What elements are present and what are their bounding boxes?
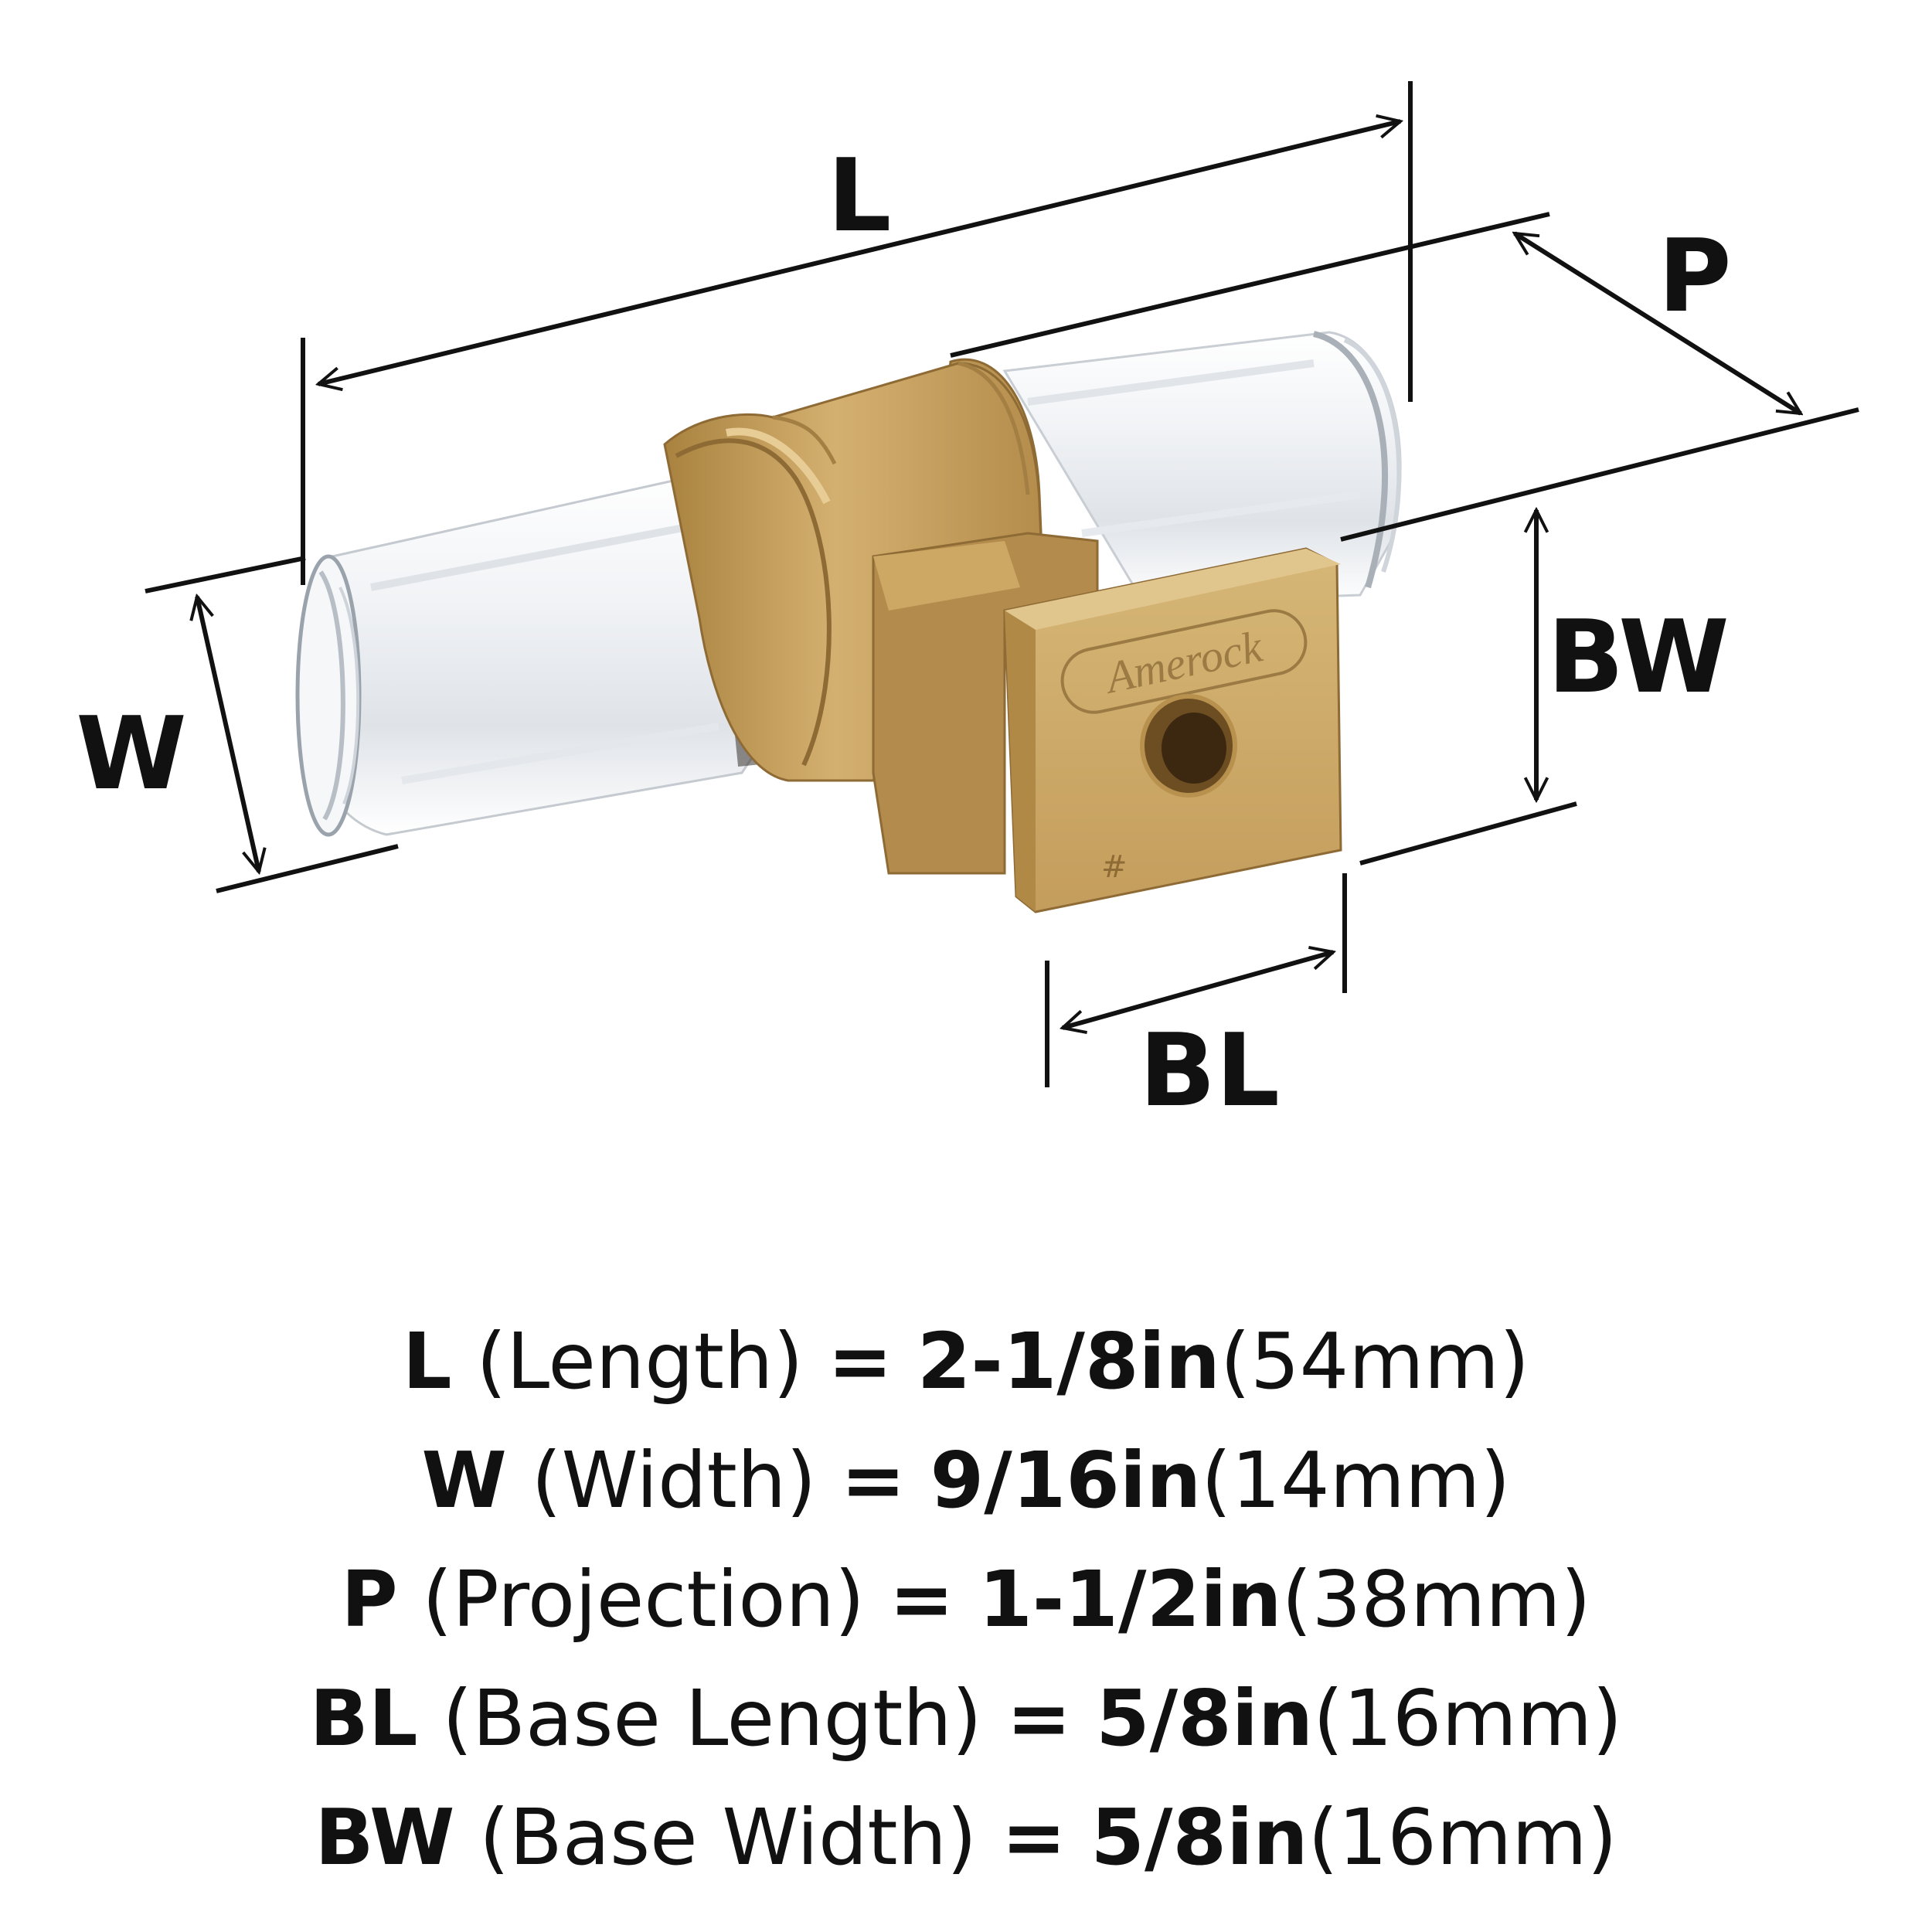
width-extension-bottom: [216, 844, 399, 893]
dimension-lines: [145, 81, 1859, 1087]
spec-line-projection: P (Projection) = 1-1/2in(38mm): [0, 1540, 1932, 1659]
spec-name: (Projection): [422, 1554, 865, 1645]
projection-extension-top: [950, 212, 1550, 358]
width-dimension-line: [197, 597, 259, 872]
spec-equals: =: [841, 1435, 906, 1526]
width-extension-top: [145, 556, 306, 594]
back-mark: #: [1101, 849, 1128, 885]
spec-name: (Length): [476, 1316, 804, 1406]
spec-line-base-width: BW (Base Width) = 5/8in(16mm): [0, 1778, 1932, 1897]
spec-metric: (54mm): [1220, 1316, 1530, 1406]
spec-metric: (14mm): [1201, 1435, 1511, 1526]
spec-metric: (16mm): [1313, 1673, 1623, 1764]
base-length-dimension-line: [1063, 952, 1333, 1028]
spec-imperial: 9/16in: [930, 1435, 1202, 1526]
spec-name: (Base Width): [479, 1792, 978, 1883]
brass-stem: [872, 532, 1099, 875]
spec-equals: =: [1006, 1673, 1072, 1764]
spec-equals: =: [889, 1554, 954, 1645]
base-length-label: BL: [1139, 1012, 1280, 1129]
projection-label: P: [1658, 217, 1731, 335]
spec-metric: (16mm): [1308, 1792, 1617, 1883]
square-base-plate: Amerock #: [1003, 547, 1342, 913]
spec-imperial: 5/8in: [1090, 1792, 1308, 1883]
spec-equals: =: [1001, 1792, 1066, 1883]
projection-extension-bottom: [1340, 407, 1859, 542]
spec-name: (Width): [531, 1435, 817, 1526]
spec-name: (Base Length): [442, 1673, 982, 1764]
spec-equals: =: [828, 1316, 893, 1406]
dimension-spec-list: L (Length) = 2-1/8in(54mm) W (Width) = 9…: [0, 1302, 1932, 1897]
spec-imperial: 1-1/2in: [978, 1554, 1282, 1645]
base-width-extension-bottom: [1359, 801, 1577, 866]
length-dimension-line: [318, 121, 1400, 384]
spec-line-width: W (Width) = 9/16in(14mm): [0, 1421, 1932, 1540]
spec-imperial: 5/8in: [1096, 1673, 1314, 1764]
spec-metric: (38mm): [1281, 1554, 1591, 1645]
width-label: W: [76, 695, 186, 812]
t-knob-illustration: Amerock #: [295, 331, 1402, 913]
spec-code: L: [402, 1316, 452, 1406]
base-width-label: BW: [1547, 598, 1729, 716]
length-label: L: [828, 137, 892, 254]
spec-code: BW: [315, 1792, 455, 1883]
spec-code: W: [421, 1435, 507, 1526]
spec-line-length: L (Length) = 2-1/8in(54mm): [0, 1302, 1932, 1421]
front-crystal-cylinder: [295, 470, 774, 837]
projection-dimension-line: [1515, 231, 1801, 416]
spec-imperial: 2-1/8in: [917, 1316, 1220, 1406]
spec-code: BL: [309, 1673, 418, 1764]
spec-code: P: [341, 1554, 398, 1645]
spec-line-base-length: BL (Base Length) = 5/8in(16mm): [0, 1659, 1932, 1778]
